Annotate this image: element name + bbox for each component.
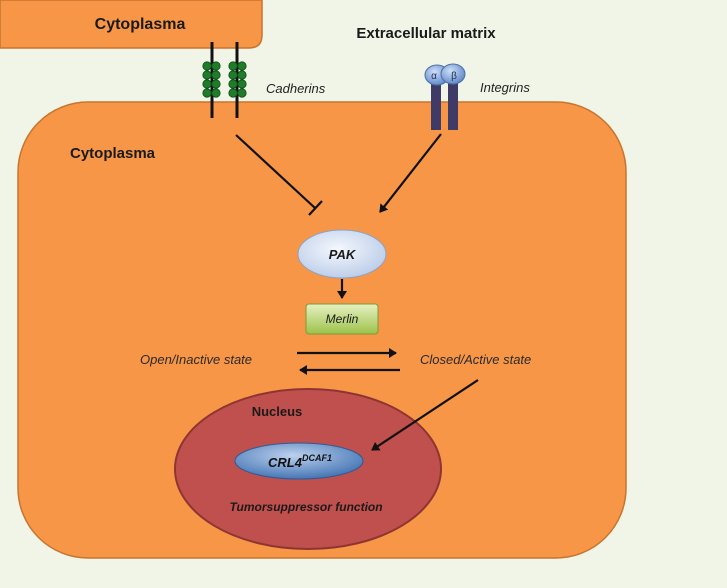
cadherin-inhibition-arrow bbox=[235, 134, 323, 216]
crl4-node bbox=[234, 442, 364, 480]
nucleus-label: Nucleus bbox=[252, 404, 303, 419]
main-cytoplasma-label: Cytoplasma bbox=[70, 145, 156, 162]
beta-label: β bbox=[451, 71, 457, 82]
extracellular-label: Extracellular matrix bbox=[356, 25, 496, 42]
integrin-receptor: α β bbox=[424, 63, 466, 130]
active-to-crl4-arrow bbox=[371, 379, 479, 451]
merlin-label: Merlin bbox=[326, 312, 359, 326]
crl4-base: CRL4 bbox=[268, 455, 303, 470]
crl4-label: CRL4DCAF1 bbox=[268, 453, 332, 470]
tumorsuppressor-label: Tumorsuppressor function bbox=[229, 500, 382, 514]
neighbor-cell bbox=[0, 0, 263, 49]
neighbor-cytoplasma-label: Cytoplasma bbox=[95, 16, 186, 33]
alpha-label: α bbox=[431, 71, 437, 82]
crl4-superscript: DCAF1 bbox=[302, 453, 332, 463]
pak-node bbox=[297, 229, 387, 279]
cadherin-receptor bbox=[202, 42, 247, 118]
pak-label: PAK bbox=[329, 247, 357, 262]
integrin-activation-arrow bbox=[379, 133, 442, 213]
closed-state-label: Closed/Active state bbox=[420, 352, 531, 367]
merlin-node bbox=[305, 303, 379, 335]
open-state-label: Open/Inactive state bbox=[140, 352, 252, 367]
integrins-label: Integrins bbox=[480, 80, 530, 95]
cadherins-label: Cadherins bbox=[266, 81, 326, 96]
